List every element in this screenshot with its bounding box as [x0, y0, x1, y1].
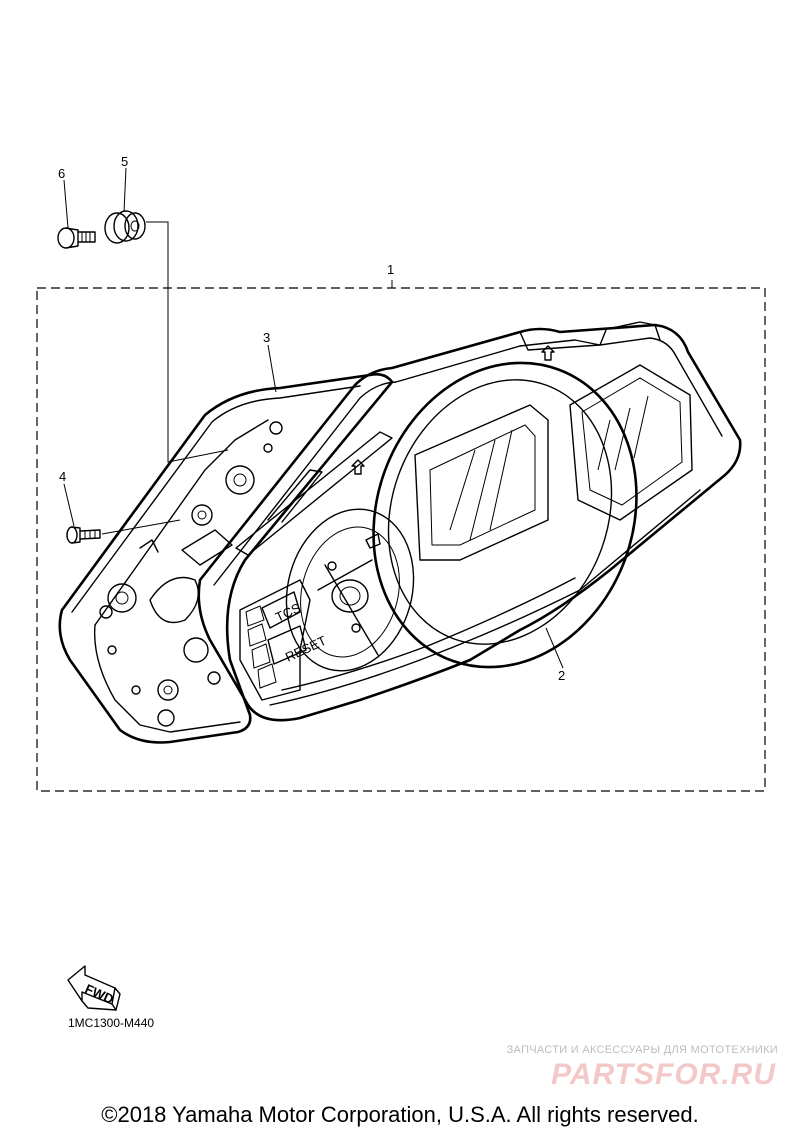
arrow-mark-top	[541, 345, 555, 361]
watermark-logo: PARTSFOR.RU	[551, 1058, 776, 1091]
leader-line-6	[63, 179, 69, 229]
callout-1: 1	[387, 262, 394, 277]
watermark-tagline: ЗАПЧАСТИ И АКСЕССУАРЫ ДЛЯ МОТОТЕХНИКИ	[506, 1044, 778, 1056]
leader-line-5b	[123, 167, 127, 213]
assembly-boundary-box	[36, 287, 766, 792]
fwd-label: FWD	[83, 981, 116, 1007]
callout-6: 6	[58, 166, 65, 181]
callout-3: 3	[263, 330, 270, 345]
leader-line-4b	[63, 483, 75, 527]
leader-line-2	[545, 627, 564, 669]
copyright-notice: ©2018 Yamaha Motor Corporation, U.S.A. A…	[101, 1102, 699, 1127]
fwd-arrow-icon	[67, 965, 121, 1011]
diagram-code: 1MC1300-M440	[68, 1016, 155, 1030]
callout-4: 4	[59, 469, 66, 484]
part-4-screw	[66, 526, 101, 544]
part-5-grommet	[104, 210, 146, 244]
leader-line-4	[101, 519, 181, 535]
reset-button-label: RESET	[283, 633, 329, 665]
leader-line-3	[267, 344, 277, 393]
callout-5: 5	[121, 154, 128, 169]
part-2-meter-assembly: TCS RESET	[197, 321, 742, 722]
part-6-screw	[57, 227, 96, 249]
leader-line-5	[146, 221, 229, 463]
callout-2: 2	[558, 668, 565, 683]
control-button-block	[239, 579, 311, 701]
part-3-meter-case	[58, 373, 394, 744]
